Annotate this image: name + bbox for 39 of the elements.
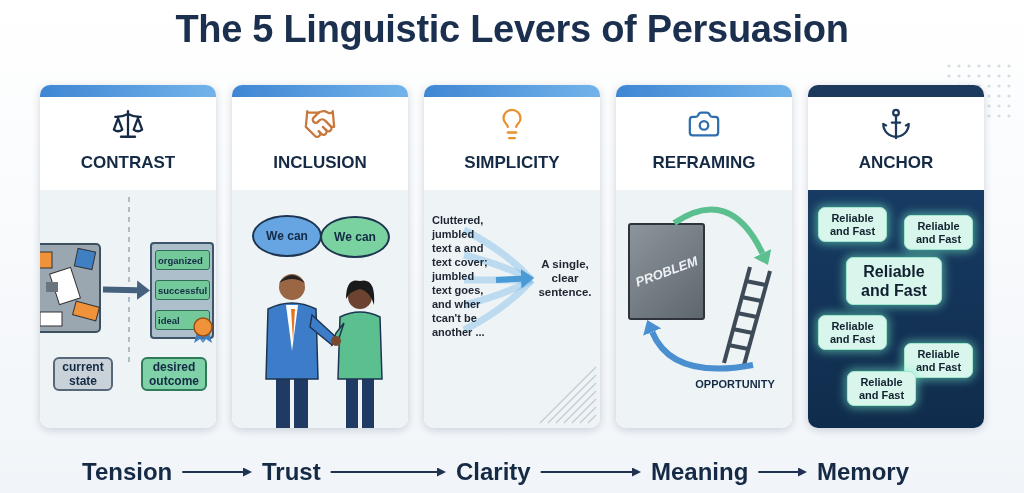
card-heading: CONTRAST [79,152,177,174]
state-tag: desired outcome [141,357,207,391]
checklist-item: organized [155,250,210,270]
card-heading: SIMPLICITY [463,152,561,174]
cluttered-text: Cluttered, jumbled text a and text cover; jumbled text goes, and wher tcan't be another ... [432,213,496,347]
stone-wall [628,223,705,320]
speech-bubble: Reliable and Fast [847,371,916,406]
stage-word: Meaning [641,455,759,489]
card-heading: REFRAMING [651,152,757,174]
speech-bubble: Reliable and Fast [846,257,942,305]
card-panel [232,85,408,428]
card-heading: ANCHOR [857,152,935,174]
speech-bubble: Reliable and Fast [818,207,887,242]
card-panel [808,85,984,428]
speech-bubble: Reliable and Fast [904,215,973,250]
card-panel [616,85,792,428]
arrow [539,467,641,477]
diagram-title: The 5 Linguistic Levers of Persuasion [174,8,850,51]
stage-word: Clarity [446,455,541,489]
card-panel [424,85,600,428]
clear-sentence: A single, clear sentence. [534,253,596,303]
arrow [646,320,754,372]
stage-word: Memory [807,455,920,489]
card-heading: INCLUSION [272,152,368,174]
checklist-item: successful [155,280,210,300]
arrow [102,283,150,297]
speech-bubble: Reliable and Fast [904,343,973,378]
arrow [329,467,446,477]
arrow [672,206,769,265]
stage-word: Tension [72,455,183,489]
state-tag: current state [53,357,113,391]
arrow [495,272,534,286]
card-panel [40,85,216,428]
arrow [757,467,807,477]
checklist-board [150,242,214,339]
speech-bubble: Reliable and Fast [818,315,887,350]
ladder-caption: OPPORTUNITY [694,378,776,390]
stage-word: Trust [252,455,331,489]
arrow [181,467,252,477]
